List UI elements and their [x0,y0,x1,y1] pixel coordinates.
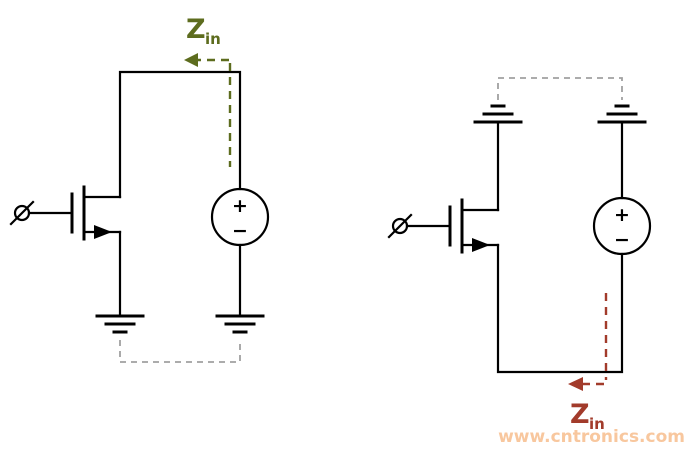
ground-icon [473,104,523,124]
zin-label-sub: in [589,415,605,433]
zin-label-main: Z [570,399,590,430]
zin-probe-arrow [568,293,608,391]
left-circuit: + − Z in [9,14,270,363]
voltage-source-plus: + [614,204,630,226]
voltage-source-icon: + − [210,187,270,318]
phi-slash [387,213,413,239]
ghost-ground-link [119,340,241,363]
nmos-transistor-icon [448,198,500,254]
zin-arrowhead-icon [568,377,583,391]
voltage-source-plus: + [232,195,248,217]
ground-icon [215,314,265,334]
ghost-ground-link [497,77,623,100]
watermark: www.cntronics.com [498,427,685,447]
zin-label: Z in [570,399,605,433]
ground-icon [95,314,145,334]
voltage-source-minus: − [232,220,248,242]
voltage-source-icon: + − [592,120,652,256]
phi-slash [9,200,35,226]
drain-to-source-wire [118,70,242,199]
right-circuit: + − Z in [387,77,652,433]
ground-icon [597,104,647,124]
voltage-source-minus: − [614,229,630,251]
zin-label-sub: in [205,30,221,48]
zin-probe-arrow [184,53,232,167]
signal-input-phi-icon [9,200,74,226]
zin-label: Z in [186,14,221,48]
zin-arrowhead-icon [184,53,198,67]
signal-input-phi-icon [387,213,452,239]
source-arrow [472,238,490,252]
source-to-source-wire [496,243,624,374]
source-arrow [94,225,112,239]
nmos-transistor-icon [70,185,122,241]
zin-label-main: Z [186,14,206,45]
